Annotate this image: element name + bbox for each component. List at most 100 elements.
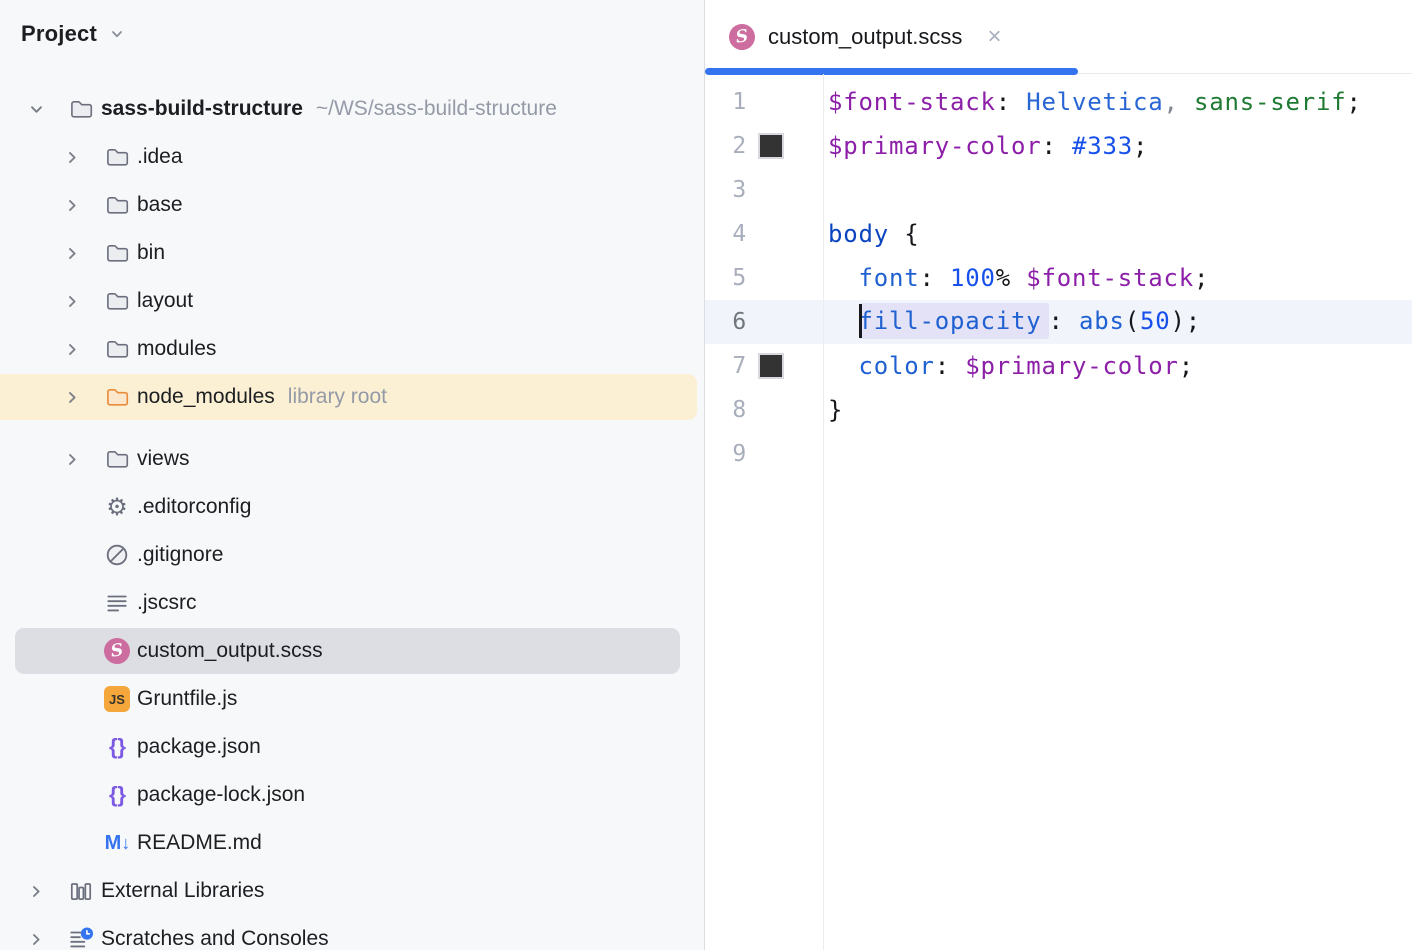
tree-item-label: .jscsrc	[137, 591, 197, 614]
tree-item-sass-build-structure[interactable]: sass-build-structure~/WS/sass-build-stru…	[0, 85, 704, 133]
tree-item-label: .idea	[137, 145, 183, 168]
gutter-area	[747, 133, 823, 159]
chevron-down-icon[interactable]	[27, 100, 45, 118]
token-sp	[828, 352, 859, 380]
code-text[interactable]: body {	[823, 220, 920, 248]
tree-item-modules[interactable]: modules	[0, 325, 704, 373]
chevron-right-icon[interactable]	[27, 882, 45, 900]
token-sp	[889, 220, 904, 248]
line-number[interactable]: 1	[732, 89, 747, 115]
line-number[interactable]: 5	[732, 265, 747, 291]
close-tab-icon[interactable]: ×	[987, 23, 1002, 50]
tree-item-meta: library root	[287, 385, 387, 408]
code-line-3[interactable]: 3	[705, 168, 1412, 212]
chevron-right-icon[interactable]	[27, 930, 45, 948]
code-text[interactable]: $primary-color: #333;	[823, 132, 1148, 160]
tab-custom-output-scss[interactable]: S custom_output.scss ×	[705, 0, 1078, 75]
code-line-5[interactable]: 5 font: 100% $font-stack;	[705, 256, 1412, 300]
token-sp	[828, 264, 859, 292]
token-num: 50	[1140, 307, 1171, 335]
tree-item-label: bin	[137, 241, 166, 264]
code-line-7[interactable]: 7 color: $primary-color;	[705, 344, 1412, 388]
chevron-placeholder	[63, 834, 81, 852]
token-prop: font	[858, 264, 920, 292]
token-num: 100	[950, 264, 996, 292]
color-preview-swatch[interactable]	[758, 133, 784, 159]
tree-item-node-modules[interactable]: node_modules library root	[0, 373, 704, 421]
color-preview-swatch[interactable]	[758, 353, 784, 379]
token-p: ;	[1346, 88, 1362, 116]
chevron-right-icon[interactable]	[63, 196, 81, 214]
tree-item-label: Gruntfile.js	[137, 687, 238, 710]
tree-item-readme-md[interactable]: M↓README.md	[0, 819, 704, 867]
tree-item--gitignore[interactable]: .gitignore	[0, 531, 704, 579]
code-text[interactable]: color: $primary-color;	[823, 352, 1194, 380]
json-icon: { }	[109, 734, 126, 759]
code-line-4[interactable]: 4 body {	[705, 212, 1412, 256]
code-line-2[interactable]: 2 $primary-color: #333;	[705, 124, 1412, 168]
line-number[interactable]: 6	[732, 309, 747, 335]
project-header[interactable]: Project	[0, 0, 704, 50]
line-number[interactable]: 8	[732, 397, 747, 423]
line-number[interactable]: 9	[732, 441, 747, 467]
line-number[interactable]: 4	[732, 221, 747, 247]
token-comma: ,	[1163, 88, 1179, 116]
tree-item-base[interactable]: base	[0, 181, 704, 229]
tree-item-label: package.json	[137, 735, 261, 758]
line-number[interactable]: 3	[732, 177, 747, 203]
token-p: ;	[1133, 132, 1149, 160]
tree-item--jscsrc[interactable]: .jscsrc	[0, 579, 704, 627]
chevron-right-icon[interactable]	[63, 148, 81, 166]
token-sp	[1011, 264, 1026, 292]
sass-file-icon: S	[727, 22, 757, 52]
tree-item-views[interactable]: views	[0, 435, 704, 483]
token-var: $font-stack	[1026, 264, 1194, 292]
tree-item-label: .editorconfig	[137, 495, 252, 518]
panel-divider[interactable]	[704, 0, 705, 950]
tree-item-label: sass-build-structure	[101, 97, 303, 120]
chevron-right-icon[interactable]	[63, 292, 81, 310]
code-line-1[interactable]: 1 $font-stack: Helvetica, sans-serif;	[705, 80, 1412, 124]
token-tag: body	[828, 220, 889, 248]
code-line-8[interactable]: 8}	[705, 388, 1412, 432]
tree-item-bin[interactable]: bin	[0, 229, 704, 277]
folder-icon	[68, 96, 94, 122]
tree-item-package-lock-json[interactable]: { }package-lock.json	[0, 771, 704, 819]
tree-item--editorconfig[interactable]: ⚙.editorconfig	[0, 483, 704, 531]
chevron-right-icon[interactable]	[63, 450, 81, 468]
token-var: $primary-color	[965, 352, 1179, 380]
code-text[interactable]: $font-stack: Helvetica, sans-serif;	[823, 88, 1362, 116]
scratches-icon	[68, 926, 94, 950]
tree-item-label: node_modules	[137, 385, 275, 408]
token-sel: fill-opacity	[858, 303, 1049, 339]
tree-item-external-libraries[interactable]: External Libraries	[0, 867, 704, 915]
token-var: $primary-color	[828, 132, 1042, 160]
chevron-right-icon[interactable]	[63, 340, 81, 358]
tree-item--idea[interactable]: .idea	[0, 133, 704, 181]
chevron-down-icon[interactable]	[109, 26, 125, 47]
code-text[interactable]: font: 100% $font-stack;	[823, 264, 1209, 292]
tree-item-package-json[interactable]: { } package.json	[0, 723, 704, 771]
chevron-right-icon[interactable]	[63, 244, 81, 262]
token-var: $font-stack	[828, 88, 996, 116]
tree-item-layout[interactable]: layout	[0, 277, 704, 325]
tree-item-label: External Libraries	[101, 879, 265, 902]
project-title[interactable]: Project	[21, 21, 97, 46]
line-number[interactable]: 2	[732, 133, 747, 159]
code-text[interactable]: fill-opacity: abs(50);	[823, 303, 1201, 339]
tree-item-label: base	[137, 193, 183, 216]
code-text[interactable]: }	[823, 396, 843, 424]
code-line-9[interactable]: 9	[705, 432, 1412, 476]
project-tool-window: Project sass-build-structure~/WS/sass-bu…	[0, 0, 704, 950]
line-number[interactable]: 7	[732, 353, 747, 379]
token-green: sans-serif	[1194, 88, 1347, 116]
markdown-icon: M↓	[104, 831, 131, 854]
json-icon: { }	[109, 782, 126, 807]
tree-item-scratches-and-consoles[interactable]: Scratches and Consoles	[0, 915, 704, 950]
token-sp	[1011, 88, 1026, 116]
code-line-6[interactable]: 6 fill-opacity: abs(50);	[705, 300, 1412, 344]
chevron-right-icon[interactable]	[63, 388, 81, 406]
editor-body[interactable]: 1 $font-stack: Helvetica, sans-serif; 2 $pr…	[705, 74, 1412, 950]
